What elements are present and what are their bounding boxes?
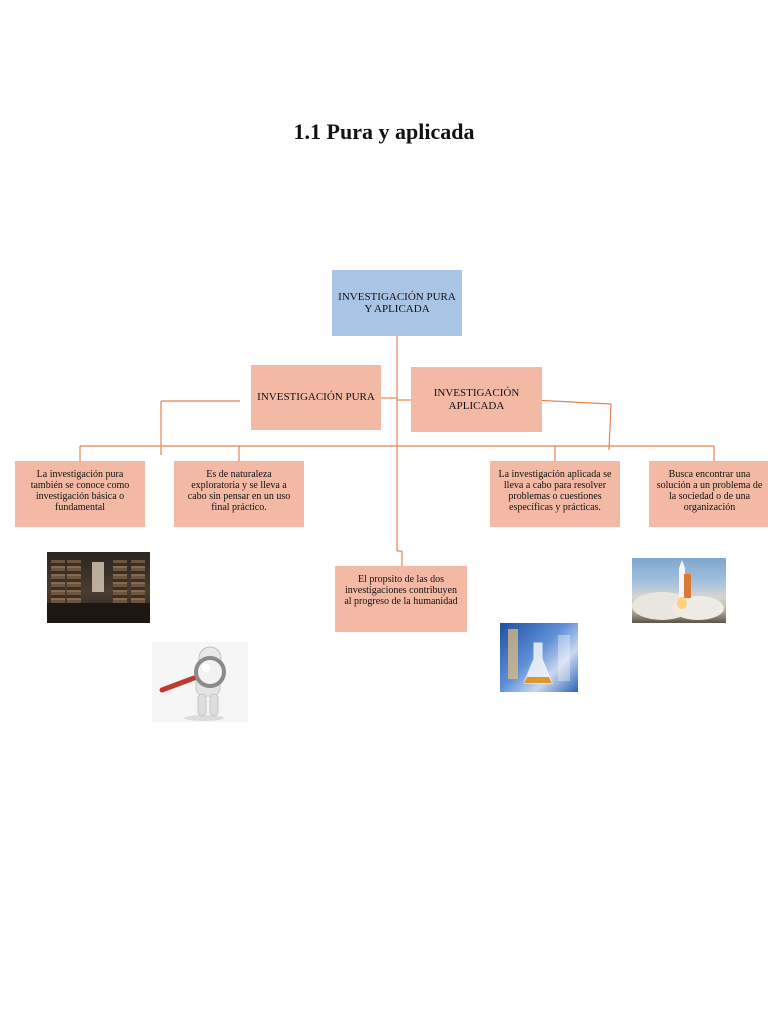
node-aplicada-line: APLICADA bbox=[448, 399, 505, 412]
leaf-line: cabo sin pensar en un uso bbox=[187, 491, 291, 502]
node-leaf-pura-1: La investigación pura también se conoce … bbox=[15, 461, 145, 527]
node-pura-label: INVESTIGACIÓN PURA bbox=[257, 391, 375, 404]
leaf-line: organización bbox=[683, 502, 736, 513]
leaf-line: investigaciones contribuyen bbox=[345, 585, 457, 596]
library-photo bbox=[47, 552, 150, 623]
leaf-line: problemas o cuestiones bbox=[508, 491, 602, 502]
node-aplicada-line: INVESTIGACIÓN bbox=[433, 387, 520, 400]
node-leaf-aplicada-1: La investigación aplicada se lleva a cab… bbox=[490, 461, 620, 527]
node-shared-purpose: El propsito de las dos investigaciones c… bbox=[335, 566, 467, 632]
lab-glassware-photo bbox=[500, 623, 578, 692]
node-pura: INVESTIGACIÓN PURA bbox=[251, 365, 381, 430]
node-leaf-aplicada-2: Busca encontrar una solución a un proble… bbox=[649, 461, 768, 527]
magnifier-figure-illustration bbox=[152, 642, 248, 722]
leaf-line: la sociedad o de una bbox=[668, 491, 751, 502]
node-leaf-pura-2: Es de naturaleza exploratoria y se lleva… bbox=[174, 461, 304, 527]
leaf-line: Busca encontrar una bbox=[668, 469, 751, 480]
leaf-line: también se conoce como bbox=[30, 480, 130, 491]
leaf-line: fundamental bbox=[55, 502, 105, 513]
leaf-line: exploratoria y se lleva a bbox=[191, 480, 287, 491]
node-root: INVESTIGACIÓN PURA Y APLICADA bbox=[332, 270, 462, 336]
rocket-launch-photo bbox=[632, 558, 726, 623]
leaf-line: investigación básica o bbox=[35, 491, 125, 502]
leaf-line: lleva a cabo para resolver bbox=[503, 480, 607, 491]
node-aplicada: INVESTIGACIÓN APLICADA bbox=[411, 367, 542, 432]
leaf-line: solución a un problema de bbox=[656, 480, 763, 491]
leaf-line: El propsito de las dos bbox=[357, 574, 445, 585]
leaf-line: Es de naturaleza bbox=[206, 469, 272, 480]
connector-aplicada-bracket-h bbox=[531, 399, 612, 405]
node-root-line: Y APLICADA bbox=[364, 303, 430, 315]
leaf-line: específicas y prácticas. bbox=[509, 502, 601, 513]
node-root-line: INVESTIGACIÓN PURA bbox=[338, 290, 456, 303]
page-title: 1.1 Pura y aplicada bbox=[293, 119, 475, 144]
leaf-line: final práctico. bbox=[211, 502, 267, 513]
leaf-line: al progreso de la humanidad bbox=[344, 596, 458, 607]
connector-aplicada-bracket-v bbox=[608, 403, 612, 451]
leaf-line: La investigación pura bbox=[36, 469, 124, 480]
leaf-line: La investigación aplicada se bbox=[498, 469, 612, 480]
